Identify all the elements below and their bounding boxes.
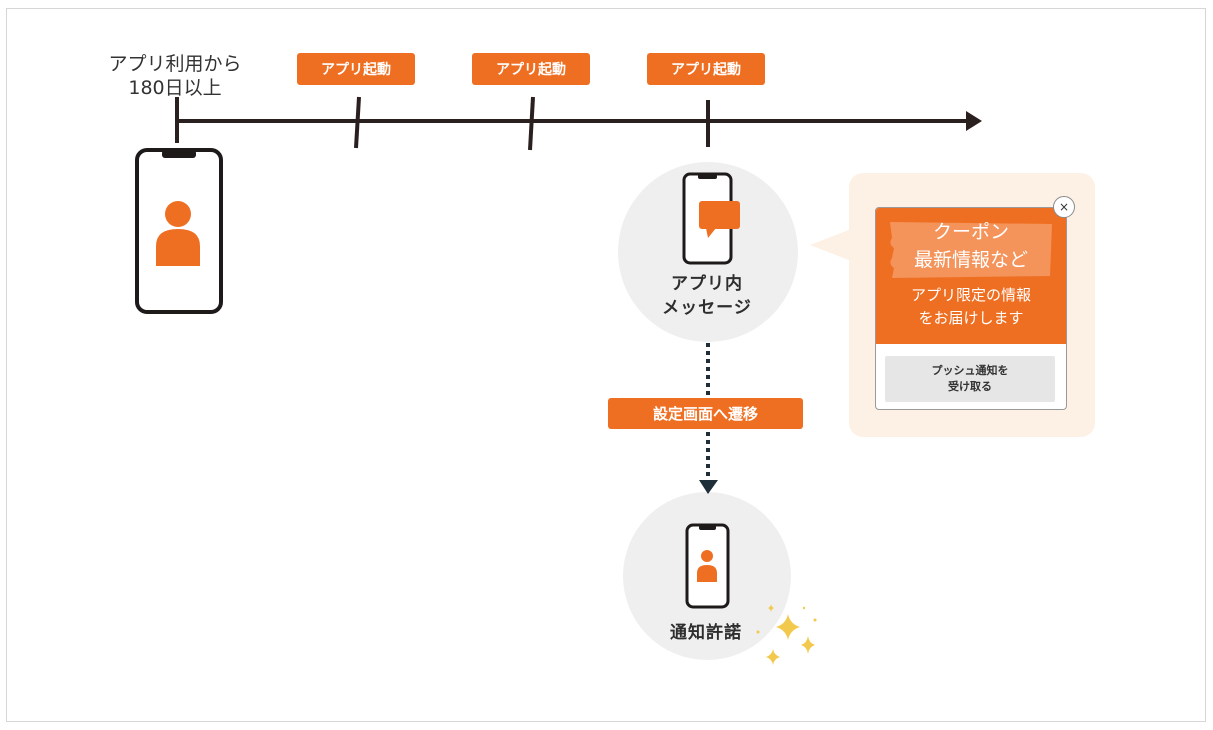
coupon-line1: クーポン bbox=[932, 221, 1009, 243]
start-label-line2: 180日以上 bbox=[128, 77, 222, 99]
coupon-ticket-icon bbox=[890, 222, 1052, 278]
launch-label-3: アプリ起動 bbox=[647, 53, 765, 85]
coupon-line2: 最新情報など bbox=[913, 249, 1028, 271]
coupon-text: クーポン 最新情報など bbox=[876, 218, 1066, 274]
in-app-message-line2: メッセージ bbox=[662, 298, 752, 318]
chat-bubble-icon bbox=[699, 201, 740, 238]
settings-transition-label: 設定画面へ遷移 bbox=[608, 398, 803, 429]
popup-desc-line2: をお届けします bbox=[918, 309, 1024, 327]
start-label: アプリ利用から 180日以上 bbox=[100, 52, 250, 100]
launch-label-1: アプリ起動 bbox=[297, 53, 415, 85]
user-icon bbox=[156, 201, 200, 266]
launch-label-2: アプリ起動 bbox=[472, 53, 590, 85]
panel-pointer-triangle bbox=[810, 229, 851, 261]
close-icon[interactable]: × bbox=[1053, 196, 1075, 218]
timeline-arrow-head-icon bbox=[966, 111, 982, 131]
in-app-message-popup: クーポン 最新情報など アプリ限定の情報 をお届けします プッシュ通知を 受け取… bbox=[875, 207, 1067, 410]
in-app-message-line1: アプリ内 bbox=[671, 274, 743, 294]
popup-description: アプリ限定の情報 をお届けします bbox=[876, 284, 1066, 330]
flow-arrow-head-icon bbox=[699, 480, 718, 494]
in-app-message-label: アプリ内 メッセージ bbox=[617, 272, 797, 320]
timeline-tick-2 bbox=[528, 96, 535, 151]
sparkle-icon bbox=[756, 604, 817, 665]
timeline-tick-1 bbox=[354, 96, 361, 149]
start-label-line1: アプリ利用から bbox=[108, 53, 242, 75]
push-button-line1: プッシュ通知を bbox=[931, 364, 1009, 377]
push-button-line2: 受け取る bbox=[948, 380, 992, 393]
popup-header: クーポン 最新情報など アプリ限定の情報 をお届けします bbox=[876, 208, 1066, 344]
popup-desc-line1: アプリ限定の情報 bbox=[910, 286, 1031, 304]
receive-push-notification-button[interactable]: プッシュ通知を 受け取る bbox=[885, 356, 1055, 402]
user-icon bbox=[697, 550, 717, 582]
notification-permission-label: 通知許諾 bbox=[670, 623, 742, 643]
